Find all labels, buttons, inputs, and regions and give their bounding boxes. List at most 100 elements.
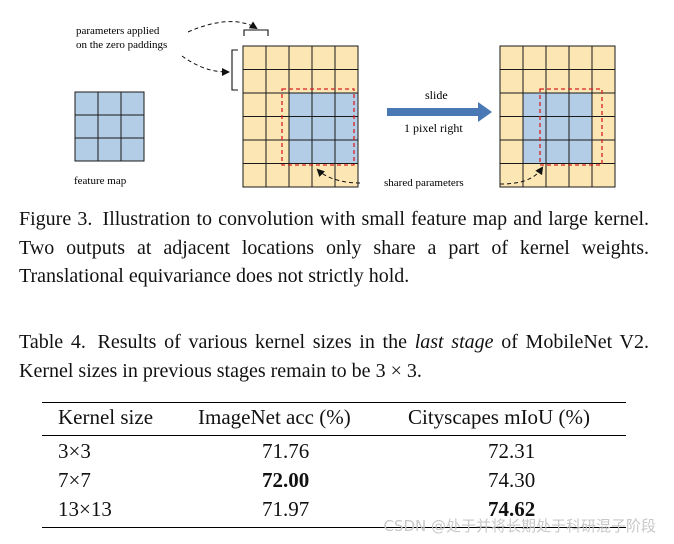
figure-3-diagram: feature map parameters applied on the ze… xyxy=(74,21,616,189)
kernel-cell-padding xyxy=(311,45,336,70)
kernel-grid-left xyxy=(242,45,359,188)
kernel-cell-feature xyxy=(522,92,547,117)
cell-imagenet: 71.97 xyxy=(198,494,408,528)
params-label-line2: on the zero paddings xyxy=(76,39,167,51)
feature-map-cell xyxy=(97,114,122,139)
feature-map-cell xyxy=(97,91,122,116)
cell-kernel: 13×13 xyxy=(42,494,198,528)
kernel-cell-padding xyxy=(242,45,267,70)
feature-map-label: feature map xyxy=(74,175,127,187)
slide-label: slide xyxy=(425,88,448,102)
kernel-cell-feature xyxy=(311,139,336,164)
slide-arrow xyxy=(387,102,492,122)
kernel-cell-padding xyxy=(591,92,616,117)
results-table: Kernel size ImageNet acc (%) Cityscapes … xyxy=(42,402,626,528)
kernel-cell-feature xyxy=(288,92,313,117)
kernel-cell-feature xyxy=(288,116,313,141)
table-caption-label: Table 4. xyxy=(19,331,86,353)
kernel-cell-feature xyxy=(288,139,313,164)
kernel-cell-feature xyxy=(311,92,336,117)
kernel-cell-padding xyxy=(242,116,267,141)
header-cityscapes-miou: Cityscapes mIoU (%) xyxy=(408,402,626,436)
feature-map-cell xyxy=(74,114,99,139)
kernel-cell-feature xyxy=(568,139,593,164)
kernel-cell-padding xyxy=(265,92,290,117)
table-header-row: Kernel size ImageNet acc (%) Cityscapes … xyxy=(42,402,626,436)
feature-map-cell xyxy=(120,91,145,116)
kernel-cell-padding xyxy=(591,139,616,164)
figure-caption-text: Illustration to convolution with small f… xyxy=(19,208,650,287)
kernel-cell-padding xyxy=(499,92,524,117)
kernel-cell-padding xyxy=(591,116,616,141)
kernel-cell-padding xyxy=(242,163,267,188)
pointer-shared-right xyxy=(499,166,544,185)
params-label-line1: parameters applied xyxy=(76,25,160,37)
kernel-cell-padding xyxy=(242,69,267,94)
kernel-cell-feature xyxy=(568,116,593,141)
kernel-cell-padding xyxy=(545,163,570,188)
kernel-cell-padding xyxy=(288,45,313,70)
kernel-cell-padding xyxy=(522,45,547,70)
watermark: CSDN @处于并将长期处于科研混子阶段 xyxy=(383,517,656,535)
kernel-cell-padding xyxy=(242,139,267,164)
table-caption-pre: Results of various kernel sizes in the xyxy=(97,331,407,353)
cell-cityscapes: 74.30 xyxy=(488,467,536,492)
kernel-cell-padding xyxy=(568,163,593,188)
kernel-cell-padding xyxy=(334,163,359,188)
table-caption: Table 4. Results of various kernel sizes… xyxy=(19,328,649,385)
table-caption-post: of MobileNet V2. Kernel sizes in previou… xyxy=(19,331,649,382)
kernel-cell-feature xyxy=(545,116,570,141)
kernel-cell-padding xyxy=(242,92,267,117)
kernel-cell-feature xyxy=(522,116,547,141)
cell-imagenet-best: 72.00 xyxy=(262,467,310,492)
cell-kernel: 3×3 xyxy=(58,438,91,463)
cell-cityscapes-best: 74.62 xyxy=(408,494,626,528)
kernel-cell-padding xyxy=(545,45,570,70)
feature-map-cell xyxy=(74,91,99,116)
kernel-cell-feature xyxy=(522,139,547,164)
dashed-window-left xyxy=(281,88,355,166)
kernel-grid-right xyxy=(499,45,616,188)
kernel-cell-feature xyxy=(545,139,570,164)
header-kernel-size: Kernel size xyxy=(42,402,198,436)
feature-map-grid xyxy=(74,91,145,162)
pointer-left xyxy=(181,55,230,76)
header-imagenet-acc: ImageNet acc (%) xyxy=(198,402,408,436)
table-row: 7×7 72.00 74.30 xyxy=(42,465,626,494)
shared-params-label: shared parameters xyxy=(384,177,464,189)
dashed-window-right xyxy=(539,88,603,166)
kernel-cell-padding xyxy=(591,163,616,188)
kernel-cell-feature xyxy=(311,116,336,141)
left-brace xyxy=(231,49,238,91)
top-brace xyxy=(243,29,269,36)
kernel-cell-padding xyxy=(311,163,336,188)
kernel-cell-padding xyxy=(591,45,616,70)
feature-map-cell xyxy=(120,137,145,162)
kernel-cell-padding xyxy=(568,69,593,94)
figure-caption: Figure 3. Illustration to convolution wi… xyxy=(19,205,649,291)
kernel-cell-padding xyxy=(499,139,524,164)
kernel-cell-padding xyxy=(499,116,524,141)
kernel-cell-padding xyxy=(568,45,593,70)
kernel-cell-feature xyxy=(545,92,570,117)
kernel-cell-feature xyxy=(568,92,593,117)
pointer-top xyxy=(187,21,258,33)
cell-cityscapes: 72.31 xyxy=(488,438,536,463)
kernel-cell-padding xyxy=(499,69,524,94)
kernel-cell-padding xyxy=(265,139,290,164)
feature-map-cell xyxy=(74,137,99,162)
cell-imagenet: 71.76 xyxy=(262,438,310,463)
feature-map-cell xyxy=(120,114,145,139)
kernel-cell-padding xyxy=(499,45,524,70)
table-row: 3×3 71.76 72.31 xyxy=(42,436,626,466)
table-caption-emphasis: last stage xyxy=(414,331,494,353)
kernel-cell-padding xyxy=(334,45,359,70)
kernel-cell-padding xyxy=(591,69,616,94)
cell-kernel: 7×7 xyxy=(58,467,91,492)
kernel-cell-padding xyxy=(265,163,290,188)
kernel-cell-padding xyxy=(288,163,313,188)
pixel-right-label: 1 pixel right xyxy=(404,121,463,135)
table-row: 13×13 71.97 74.62 xyxy=(42,494,626,528)
figure-caption-label: Figure 3. xyxy=(19,208,93,230)
kernel-cell-padding xyxy=(265,45,290,70)
